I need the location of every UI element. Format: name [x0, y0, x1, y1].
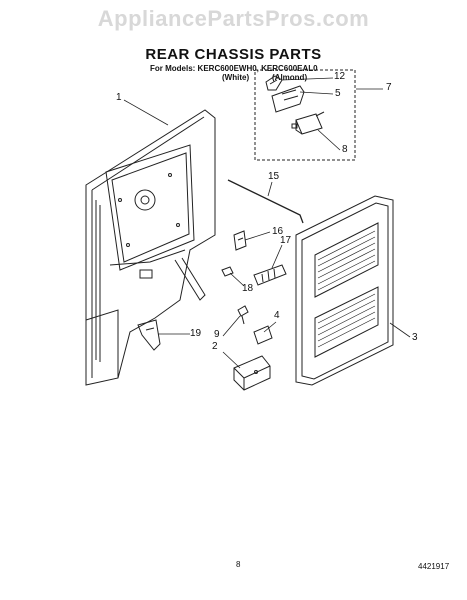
part-12-clip [265, 75, 283, 91]
leader-lines [123, 77, 411, 369]
page-title: REAR CHASSIS PARTS [145, 46, 322, 63]
page-number: 8 [236, 560, 241, 569]
callout-5: 5 [335, 88, 341, 99]
part-8-switch [291, 111, 325, 135]
variant-almond-label: (Almond) [272, 73, 308, 82]
callout-4: 4 [274, 310, 280, 321]
part-9-screw [237, 305, 249, 325]
callout-9: 9 [214, 329, 220, 340]
rear-chassis-panel [85, 109, 216, 386]
document-number: 4421917 [418, 562, 450, 571]
variant-white-label: (White) [222, 73, 250, 82]
part-19-bracket [137, 319, 161, 351]
callout-17: 17 [280, 235, 292, 246]
callout-8: 8 [342, 144, 348, 155]
part-4-bracket [253, 325, 273, 345]
part-15-rod [227, 179, 304, 224]
callout-18: 18 [242, 283, 254, 294]
callout-7: 7 [386, 82, 392, 93]
callout-19: 19 [190, 328, 202, 339]
callout-2: 2 [212, 341, 218, 352]
callout-3: 3 [412, 332, 418, 343]
model-numbers: For Models: KERC600EWH0, KERC600EAL0 [150, 64, 318, 73]
part-5-bracket [271, 85, 305, 113]
terminal-group-box [254, 69, 356, 161]
callout-12: 12 [334, 71, 346, 82]
part-16-clip [233, 230, 247, 251]
callout-1: 1 [116, 92, 122, 103]
part-17-terminal-block [253, 264, 287, 286]
callout-15: 15 [268, 171, 280, 182]
callout-16: 16 [272, 226, 284, 237]
rear-cover-panel [295, 195, 394, 386]
part-18-clip [221, 266, 234, 277]
part-2-bracket [233, 355, 271, 391]
site-watermark: AppliancePartsPros.com [97, 6, 370, 31]
